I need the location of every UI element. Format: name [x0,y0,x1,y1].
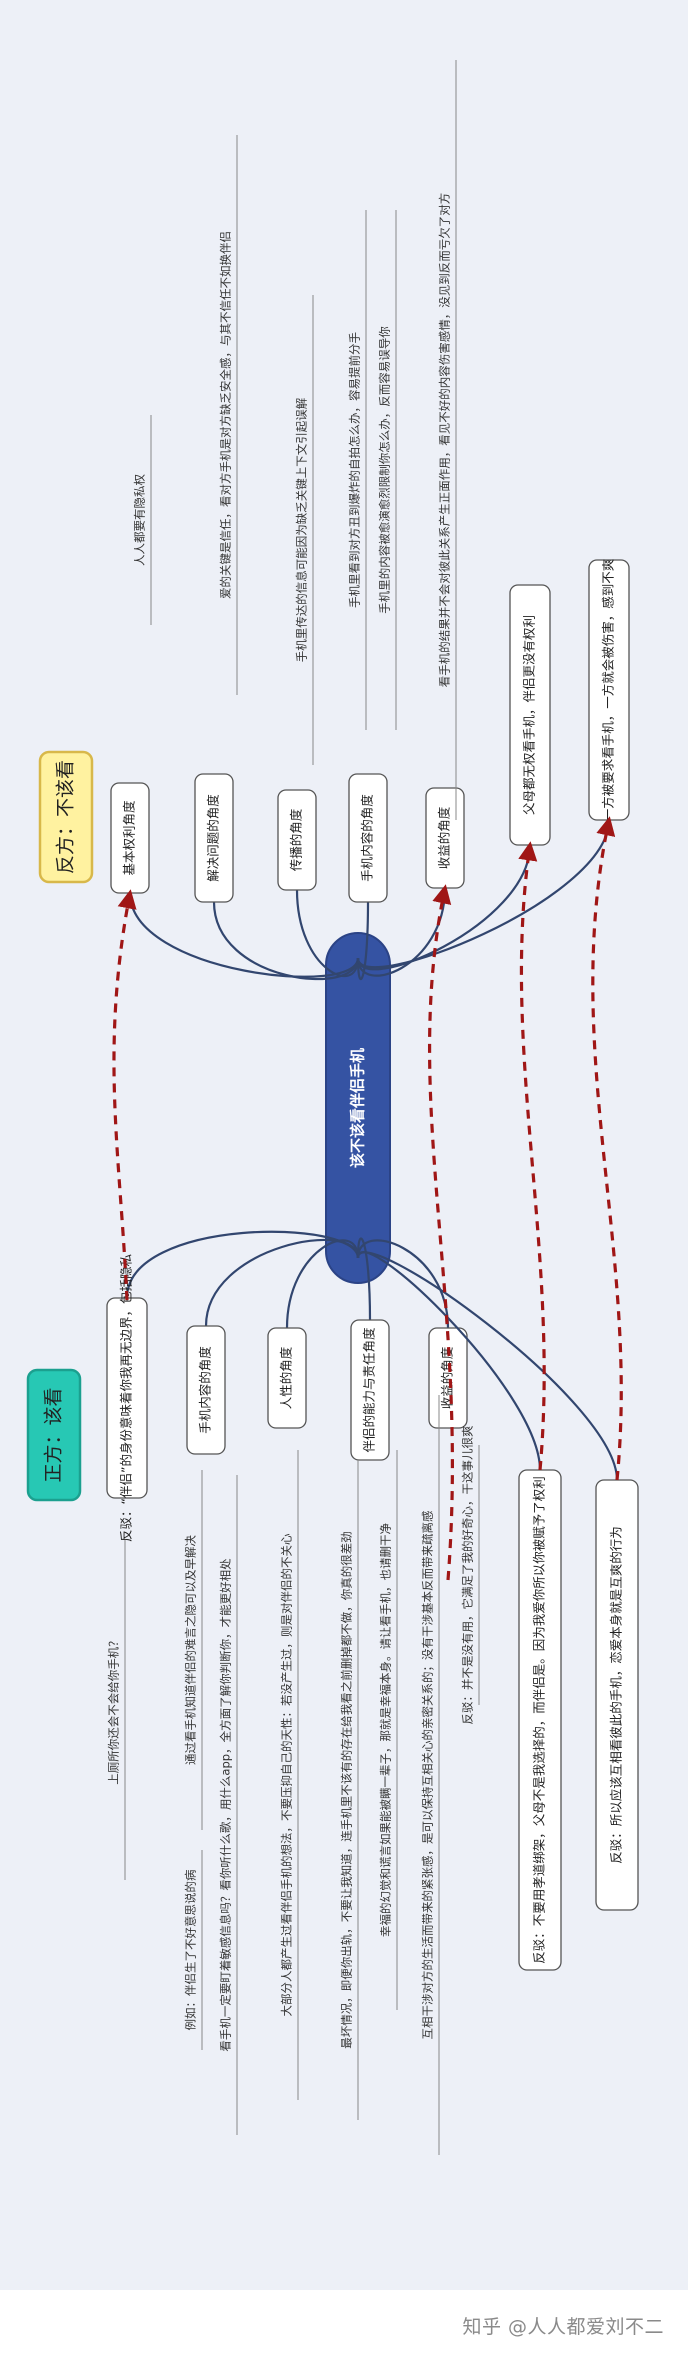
con-branch-1: 基本权利角度 [110,782,150,894]
con-branch-link-3 [295,889,360,978]
pro-branch-2-note-3-text: 看手机一定要盯着敏感信息吗？看你听什么歌，用什么app，全方面了解你判断你，才能… [219,1558,233,2052]
pro-branch-6-label: 反驳：不要用孝道绑架，父母不是我选择的，而伴侣是。因为我爱你所以你被赋予了权利 [532,1476,547,1964]
con-branch-4-note-1: 手机里看到对方丑到爆炸的自拍怎么办，容易提前分手 [348,210,367,730]
pro-branch-1-label: 反驳：“伴侣”的身份意味着你我再无边界，包括隐私 [119,1254,134,1542]
pro-branch-6: 反驳：不要用孝道绑架，父母不是我选择的，而伴侣是。因为我爱你所以你被赋予了权利 [518,1469,562,1971]
pro-side-title-box [26,1368,82,1502]
pro-branch-3-note-1: 大部分人都产生过看伴侣手机的想法，不要压抑自己的天性：若没产生过，则是对伴侣的不… [280,1450,299,2100]
con-branch-3-box [277,789,317,891]
con-branch-4-note-2-text: 手机里的内容被愈演愈烈限制你怎么办，反而容易误导你 [378,326,392,614]
con-side-title: 反方：不该看 [38,750,94,884]
pro-branch-3-label: 人性的角度 [279,1346,294,1409]
con-branch-2-label: 解决问题的角度 [206,794,221,882]
pro-branch-link-7 [356,1251,619,1481]
watermark: 知乎 @人人都爱刘不二 [462,2316,664,2338]
pro-branch-link-2 [204,1238,360,1327]
rebuttal-arrow-1 [112,889,137,1301]
pro-branch-5-note-1-text: 互相干涉对方的生活而带来的紧张感，是可以保持互相关心的亲密关系的；没有干涉基本反… [421,1511,435,2040]
pro-branch-5-note-2-text: 反驳：并不是没有用，它满足了我的好奇心，干这事儿很爽 [461,1425,475,1724]
pro-branch-4-note-1-text: 最坏情况，即便你出轨，不要让我知道，连手机里不该有的存在给我看之前删掉都不做，你… [340,1531,354,2049]
con-branch-3-note-1-text: 手机里传达的信息可能因为缺乏关键上下文引起误解 [295,397,309,662]
pro-branch-3-box [267,1327,307,1429]
con-branch-6: 父母都无权看手机，伴侣更没有权利 [509,584,551,846]
con-branch-6-label: 父母都无权看手机，伴侣更没有权利 [522,615,537,815]
con-branch-4-label: 手机内容的角度 [360,794,375,882]
con-branch-1-note-1-text: 人人都要有隐私权 [133,474,147,566]
con-side-title-label: 反方：不该看 [55,760,77,874]
pro-branch-2-box [186,1325,226,1455]
pro-branch-link-3 [285,1239,360,1329]
con-branch-link-2 [212,901,360,981]
con-branch-3-label: 传播的角度 [289,808,304,871]
pro-side-title-label: 正方：该看 [43,1387,65,1482]
pro-branch-1-note-1-text: 上厕所你还会不会给你手机？ [107,1635,121,1785]
pro-branch-4-note-2: 幸福的幻觉和谎言如果能被瞒一辈子，那就是幸福本身。请让看手机，也请删干净 [379,1450,398,2010]
pro-branch-2-label: 手机内容的角度 [198,1346,213,1434]
pro-branch-7-label: 反驳：所以应该互相看彼此的手机，恋爱本身就是互爽的行为 [609,1526,624,1864]
central-topic-label: 该不该看伴侣手机 [349,1048,367,1168]
pro-branch-7: 反驳：所以应该互相看彼此的手机，恋爱本身就是互爽的行为 [595,1479,639,1911]
con-branch-2: 解决问题的角度 [194,773,234,903]
con-branch-7: 一方被要求看手机，一方就会被伤害，感到不爽 [588,559,630,822]
con-branch-4-box [348,773,388,903]
pro-branch-5-note-2: 反驳：并不是没有用，它满足了我的好奇心，干这事儿很爽 [461,1425,480,1725]
con-branch-5: 收益的角度 [425,787,465,889]
pro-branch-5-label: 收益的角度 [440,1346,455,1409]
con-branch-1-label: 基本权利角度 [122,800,137,876]
con-branch-4-note-1-text: 手机里看到对方丑到爆炸的自拍怎么办，容易提前分手 [348,332,362,608]
con-branch-2-note-1-text: 爱的关键是信任，看对方手机是对方缺乏安全感，与其不信任不如换伴侣 [219,231,233,599]
pro-branch-2-note-2-text: 通过看手机知道伴侣的难言之隐可以及早解决 [184,1535,198,1765]
pro-branch-1-note-1: 上厕所你还会不会给你手机？ [107,1540,126,1880]
pro-branch-2-note-3: 看手机一定要盯着敏感信息吗？看你听什么歌，用什么app，全方面了解你判断你，才能… [219,1475,238,2135]
con-branch-link-1 [128,892,360,978]
con-branch-3-note-1: 手机里传达的信息可能因为缺乏关键上下文引起误解 [295,295,314,765]
con-branch-5-label: 收益的角度 [437,806,452,869]
con-branch-link-6 [356,844,532,971]
pro-branch-2-note-1: 例如：伴侣生了不好意思说的病 [184,1850,203,2050]
pro-branch-4-note-2-text: 幸福的幻觉和谎言如果能被瞒一辈子，那就是幸福本身。请让看手机，也请删干净 [379,1523,393,1937]
central-topic: 该不该看伴侣手机 [325,932,391,1284]
pro-branch-2-note-2: 通过看手机知道伴侣的难言之隐可以及早解决 [184,1470,203,1830]
rebuttal-arrow-2 [427,884,454,1581]
pro-branch-4-box [350,1319,390,1461]
pro-branch-1: 反驳：“伴侣”的身份意味着你我再无边界，包括隐私 [106,1254,148,1542]
footer: 知乎 @人人都爱刘不二 [0,2290,688,2359]
mind-map-canvas: 该不该看伴侣手机 反方：不该看正方：该看 基本权利角度 人人都要有隐私权解决问题的角度… [0,0,688,2290]
pro-branch-5-note-1: 互相干涉对方的生活而带来的紧张感，是可以保持互相关心的亲密关系的；没有干涉基本反… [421,1395,440,2155]
con-branch-5-note-1-text: 看手机的结果并不会对彼此关系产生正面作用，看见不好的内容伤害感情，没见到反而亏欠… [438,193,452,688]
con-branch-3: 传播的角度 [277,789,317,891]
pro-branch-4: 伴侣的能力与责任角度 [350,1319,390,1461]
con-branch-link-7 [356,819,611,969]
pro-branch-4-note-1: 最坏情况，即便你出轨，不要让我知道，连手机里不该有的存在给我看之前删掉都不做，你… [340,1460,359,2120]
pro-branch-3: 人性的角度 [267,1327,307,1429]
pro-branch-2-note-1-text: 例如：伴侣生了不好意思说的病 [184,1869,198,2030]
pro-branch-5: 收益的角度 [428,1327,468,1429]
con-branch-4-note-2: 手机里的内容被愈演愈烈限制你怎么办，反而容易误导你 [378,210,397,730]
rebuttal-arrow-4 [591,816,623,1481]
con-branch-2-box [194,773,234,903]
pro-branch-4-label: 伴侣的能力与责任角度 [362,1327,377,1453]
con-branch-5-note-1: 看手机的结果并不会对彼此关系产生正面作用，看见不好的内容伤害感情，没见到反而亏欠… [438,60,457,820]
con-branch-4: 手机内容的角度 [348,773,388,903]
con-branch-link-4 [356,901,370,981]
con-branch-7-label: 一方被要求看手机，一方就会被伤害，感到不爽 [601,559,616,822]
con-branch-link-5 [356,887,447,977]
pro-branch-3-note-1-text: 大部分人都产生过看伴侣手机的想法，不要压抑自己的天性：若没产生过，则是对伴侣的不… [280,1533,294,2016]
central-topic-node [325,932,391,1284]
con-branch-2-note-1: 爱的关键是信任，看对方手机是对方缺乏安全感，与其不信任不如换伴侣 [219,135,238,695]
con-side-title-box [38,750,94,884]
con-branch-1-note-1: 人人都要有隐私权 [133,415,152,625]
rebuttal-arrow-3 [518,841,546,1471]
pro-branch-2: 手机内容的角度 [186,1325,226,1455]
pro-side-title: 正方：该看 [26,1368,82,1502]
